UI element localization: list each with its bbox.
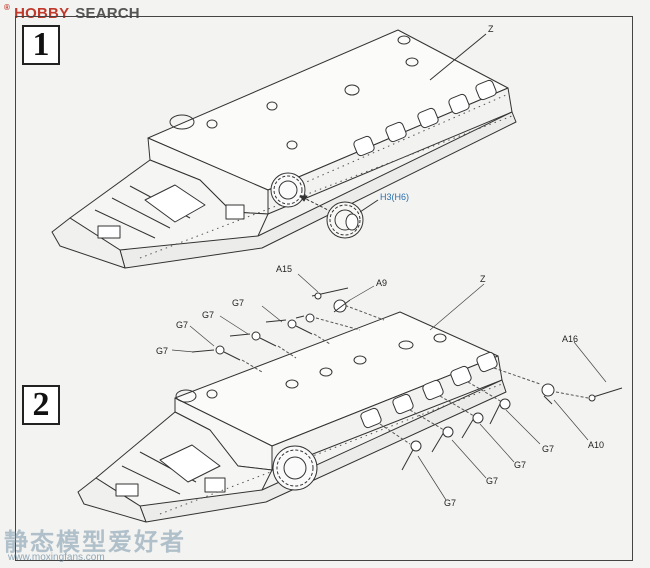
step2-label-a10: A10 [588,440,604,450]
step2-label-g7-a: G7 [232,298,244,308]
step2-label-z: Z [480,274,486,284]
step1-label-h3: H3(H6) [380,192,409,202]
step2-hull-drawing [77,311,507,523]
upper-g7-parts [191,287,385,373]
step2-label-a16: A16 [562,334,578,344]
step-2-number: 2 [22,385,60,425]
part-h3-drawing [299,195,379,239]
step-1-number: 1 [22,25,60,65]
step2-label-g7-b: G7 [202,310,214,320]
hobbysearch-logo: ® HOBBY SEARCH [4,3,140,23]
step2-label-g7-d: G7 [156,346,168,356]
step2-label-g7-h: G7 [444,498,456,508]
step2-label-a9: A9 [376,278,387,288]
step2-label-g7-g: G7 [486,476,498,486]
lower-g7-parts [379,367,623,471]
brand-name-hobby: HOBBY [14,4,70,22]
step1-label-z: Z [488,24,494,34]
brand-name-search: SEARCH [75,4,140,22]
instruction-frame [15,16,633,561]
step2-label-a15: A15 [276,264,292,274]
step2-label-g7-c: G7 [176,320,188,330]
registered-mark: ® [4,3,11,12]
step1-hull-drawing [51,29,517,269]
step2-label-g7-f: G7 [514,460,526,470]
step2-label-g7-e: G7 [542,444,554,454]
